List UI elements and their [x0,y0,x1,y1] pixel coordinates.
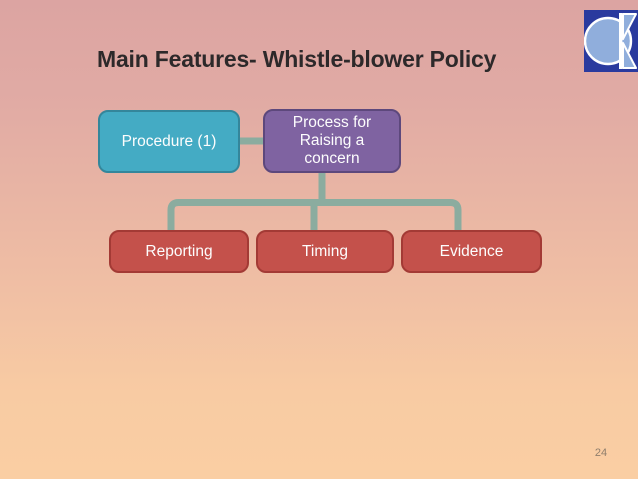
node-procedure-label: Procedure (1) [121,132,217,150]
node-timing-label: Timing [302,242,348,260]
node-process: Process for Raising a concern [263,109,401,173]
node-evidence-label: Evidence [439,242,504,260]
page-number: 24 [594,447,608,459]
node-reporting: Reporting [109,230,249,273]
node-process-label: Process for Raising a concern [292,114,372,167]
ck-logo-icon [584,10,638,72]
ck-logo-graphic [584,10,638,72]
node-timing: Timing [256,230,394,273]
node-evidence: Evidence [401,230,542,273]
node-procedure: Procedure (1) [98,110,240,173]
slide-title: Main Features- Whistle-blower Policy [97,46,497,72]
node-reporting-label: Reporting [145,242,213,260]
